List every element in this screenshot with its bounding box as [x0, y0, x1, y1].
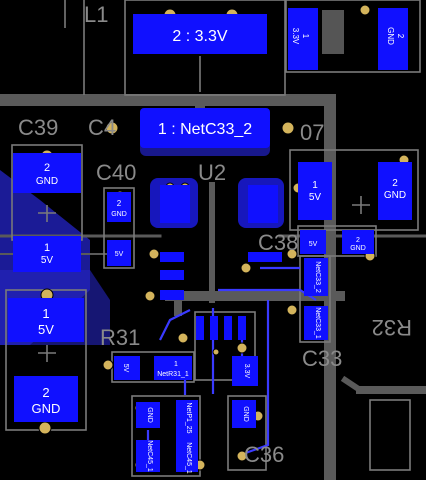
c39-pad-2-net: GND	[36, 176, 58, 187]
netc45-1-net-right: NetC45_1	[185, 442, 192, 474]
c07-pad-2[interactable]	[378, 162, 412, 220]
c39-designator: C39	[18, 115, 58, 140]
big-cap-pad-1-net: 5V	[38, 322, 54, 337]
r31-pad-1-net: NetR31_1	[157, 371, 189, 378]
c38-pad-2-number: 2	[356, 237, 360, 244]
r31-pad-1[interactable]	[154, 356, 192, 380]
c38-pad-2-net: GND	[350, 245, 366, 252]
c45-pad-1[interactable]	[136, 440, 160, 472]
c33-pin-3v3-pad[interactable]	[232, 356, 258, 386]
big-cap-pad-2-net: GND	[32, 401, 61, 416]
top-right-silk-block	[322, 10, 344, 54]
top-right-pad-1[interactable]	[288, 8, 318, 70]
c40-pad-1[interactable]	[107, 240, 131, 266]
c39-pad-1[interactable]	[13, 236, 81, 272]
c39-pad-2-number: 2	[44, 162, 50, 174]
top-right-pad-2[interactable]	[378, 8, 408, 70]
c07-pad-2-net: GND	[384, 190, 406, 201]
c37-fragment-designator: C4	[88, 115, 116, 140]
r31-pad-1-number: 1	[174, 361, 178, 368]
c33-pin-3v3-net: 3.3V	[243, 364, 250, 379]
top-right-pad-1-number: 1	[301, 34, 310, 39]
c07-pad-1[interactable]	[298, 162, 332, 220]
designators: L1 C39 C4 07 C40 U2 C38 R31 C33 C36 R32	[18, 2, 412, 467]
r31-pad-2-net: 5V	[122, 364, 129, 373]
c07-pad-2-number: 2	[392, 178, 398, 189]
netp1-25-net: NetP1_25	[185, 402, 192, 433]
netp1-25-pad[interactable]	[176, 400, 198, 472]
u2-designator: U2	[198, 160, 226, 185]
c33-designator: C33	[302, 346, 342, 371]
c38-pad-2[interactable]	[342, 230, 374, 254]
top-right-pad-2-net: GND	[386, 27, 395, 45]
c40-pad-2-net: GND	[111, 211, 127, 218]
c38-designator: C38	[258, 230, 298, 255]
c45-pad-2[interactable]	[136, 402, 160, 428]
c36-pad-2[interactable]	[232, 400, 256, 428]
c38-pad-1-net: 5V	[309, 241, 318, 248]
big-cap-pad-2[interactable]	[14, 376, 78, 422]
l1-pad-2-label: 2 : 3.3V	[172, 28, 227, 45]
u2-pads[interactable]	[160, 185, 282, 340]
r32-designator: R32	[372, 315, 412, 340]
c07-pad-1-net: 5V	[309, 192, 322, 203]
c07-pad-1-number: 1	[312, 180, 318, 191]
c40-pad-1-net: 5V	[115, 251, 124, 258]
c33-pad-2[interactable]	[304, 258, 328, 296]
c36-pad-2-net: GND	[242, 406, 249, 422]
c38-pad-1[interactable]	[300, 230, 326, 254]
c39-pad-1-number: 1	[44, 242, 50, 254]
top-right-pad-1-net: 3.3V	[291, 28, 300, 45]
c33-pad-1[interactable]	[304, 306, 328, 340]
c40-pad-2[interactable]	[107, 192, 131, 222]
big-cap-pad-2-number: 2	[42, 385, 49, 400]
u2-pad-1-label: 1 : NetC33_2	[158, 121, 252, 138]
big-cap-pad-1-number: 1	[42, 306, 49, 321]
c33-pad-1-net: NetC33_1	[314, 307, 321, 339]
c39-pad-2[interactable]	[13, 153, 81, 193]
c45-pad-1-net: NetC45_1	[146, 440, 153, 472]
c36-designator: C36	[244, 442, 284, 467]
c40-designator: C40	[96, 160, 136, 185]
c33-pad-2-net: NetC33_2	[314, 261, 321, 293]
l1-designator: L1	[84, 2, 108, 27]
u2-pad-1[interactable]	[140, 108, 270, 148]
c40-pad-2-number: 2	[117, 199, 122, 208]
r31-designator: R31	[100, 325, 140, 350]
big-cap-pad-1[interactable]	[8, 298, 84, 342]
c45-pad-2-net: GND	[146, 407, 153, 423]
top-right-pad-2-number: 2	[396, 34, 405, 39]
c07-fragment-designator: 07	[300, 120, 324, 145]
c39-pad-1-net: 5V	[41, 255, 54, 266]
l1-pad-2[interactable]	[133, 14, 267, 54]
r31-pad-2[interactable]	[114, 356, 140, 380]
